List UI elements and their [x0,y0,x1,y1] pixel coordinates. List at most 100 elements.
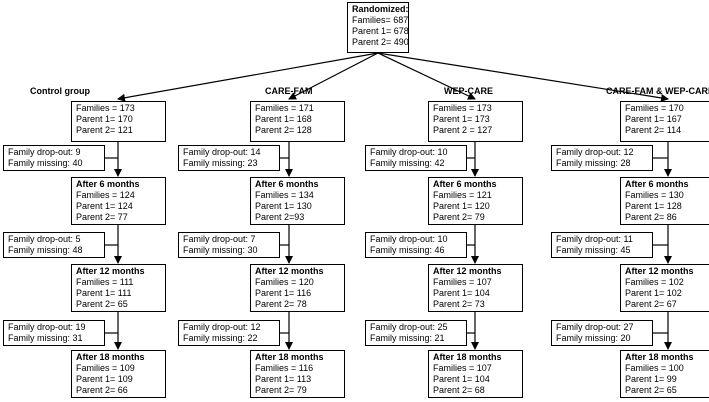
box-line: Parent 2= 79 [433,212,485,222]
box-line: Families= 687 [352,15,409,25]
box-line: Families = 120 [255,277,314,287]
box-line: Family drop-out: 9 [8,147,81,157]
box-line: Family drop-out: 10 [370,147,448,157]
box-line: Families = 107 [433,277,492,287]
box-line: Parent 1= 167 [625,114,682,124]
box-line: Families = 121 [433,190,492,200]
box-line: Families = 173 [433,103,492,113]
box-line: Family missing: 30 [183,245,258,255]
box-line: Parent 1= 120 [433,201,490,211]
box-title: After 6 months [255,179,319,189]
group-header: CARE-FAM & WEP-CARE [606,86,709,96]
box-title: After 18 months [625,352,694,362]
box-line: Families = 102 [625,277,684,287]
box-line: Family missing: 22 [183,333,258,343]
box-line: Parent 2= 114 [625,125,682,135]
box-line: Families = 130 [625,190,684,200]
box-line: Parent 2= 65 [625,385,677,395]
box-line: Parent 2 = 127 [433,125,493,135]
box-line: Family drop-out: 12 [183,322,261,332]
box-title: Randomized: [352,4,409,14]
box-line: Parent 1= 111 [76,288,132,298]
group-header: WEP-CARE [444,86,493,96]
box-line: Family drop-out: 14 [183,147,261,157]
box-line: Parent 1= 104 [433,288,490,298]
box-line: Families = 124 [76,190,135,200]
box-line: Parent 2= 67 [625,299,677,309]
box-line: Parent 2= 128 [255,125,312,135]
arrow-randomized-to-group [117,52,379,102]
group-header: Control group [30,86,90,96]
box-title: After 6 months [433,179,497,189]
box-line: Parent 1= 168 [255,114,312,124]
box-title: After 12 months [433,266,502,276]
box-line: Parent 2= 65 [76,299,128,309]
box-line: Family missing: 23 [183,158,258,168]
group-header: CARE-FAM [265,86,313,96]
box-line: Parent 2= 73 [433,299,485,309]
box-line: Families = 171 [255,103,314,113]
box-line: Families = 170 [625,103,684,113]
box-line: Parent 2= 66 [76,385,128,395]
box-line: Parent 2= 121 [76,125,133,135]
box-line: Family missing: 28 [556,158,631,168]
box-line: Family drop-out: 12 [556,147,634,157]
box-title: After 12 months [255,266,324,276]
box-line: Family missing: 21 [370,333,445,343]
box-line: Family missing: 46 [370,245,445,255]
box-line: Family drop-out: 5 [8,234,81,244]
box-line: Family drop-out: 7 [183,234,256,244]
box-line: Parent 1= 678 [352,26,409,36]
box-line: Parent 1= 116 [255,288,312,298]
box-line: Family drop-out: 11 [556,234,633,244]
arrow-randomized-to-group [288,52,379,100]
box-line: Parent 2= 490 [352,37,409,47]
box-line: Parent 1= 173 [433,114,490,124]
box-line: Family missing: 45 [556,245,631,255]
box-line: Families = 100 [625,363,684,373]
box-line: Families = 111 [76,277,134,287]
box-line: Family missing: 40 [8,158,83,168]
box-line: Family drop-out: 10 [370,234,448,244]
box-line: Family missing: 31 [8,333,83,343]
box-line: Families = 109 [76,363,135,373]
box-line: Parent 1= 170 [76,114,133,124]
box-title: After 18 months [433,352,502,362]
box-title: After 18 months [76,352,145,362]
box-title: After 6 months [76,179,140,189]
box-line: Parent 1= 113 [255,374,312,384]
box-title: After 12 months [625,266,694,276]
box-line: Parent 2= 86 [625,212,677,222]
box-line: Parent 1= 99 [625,374,677,384]
box-line: Parent 2=93 [255,212,305,222]
box-line: Parent 1= 104 [433,374,490,384]
box-line: Parent 2= 78 [255,299,307,309]
box-line: Families = 134 [255,190,314,200]
box-line: Families = 107 [433,363,492,373]
